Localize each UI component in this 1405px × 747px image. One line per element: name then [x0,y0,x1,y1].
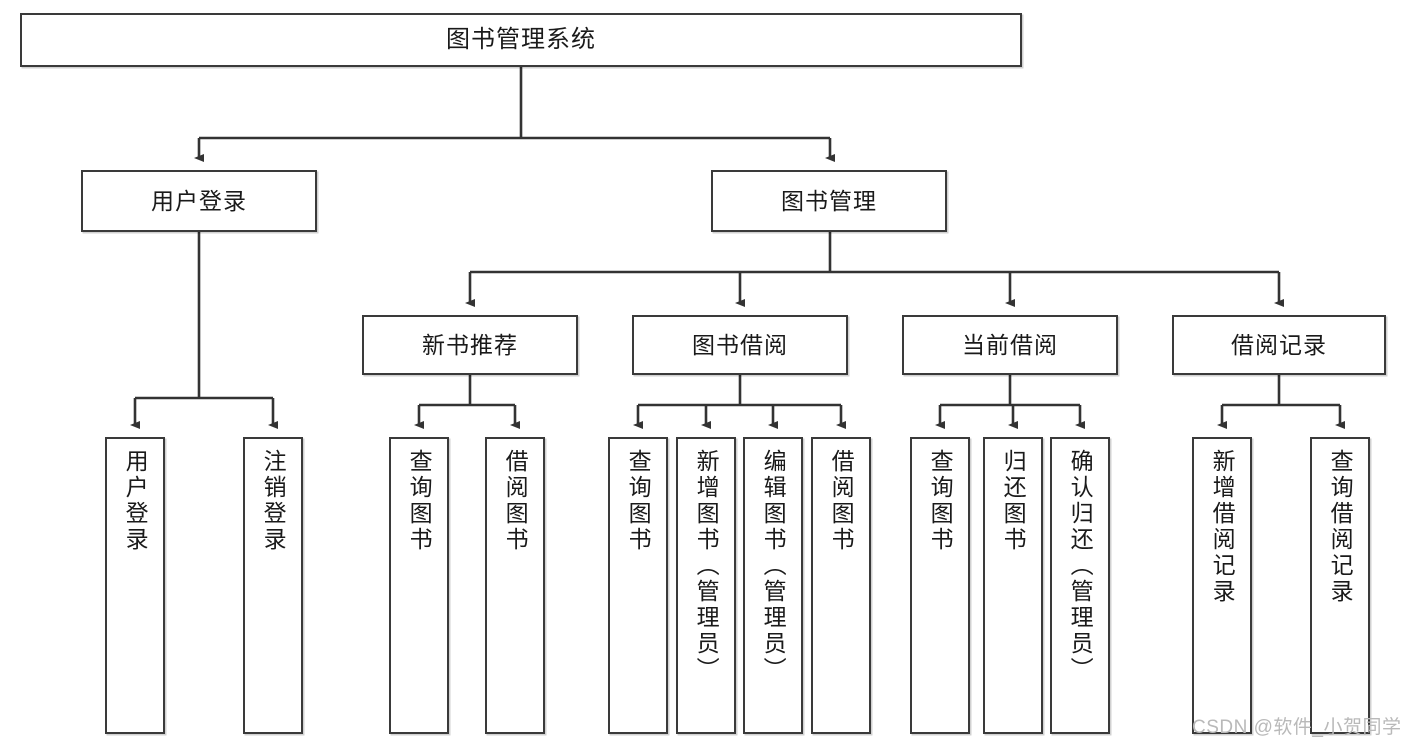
leaf-confirm-return-admin[interactable]: 确认归还（管理员） [1050,437,1110,734]
leaf-query-borrow-record[interactable]: 查询借阅记录 [1310,437,1370,734]
leaf-borrow-book-newbook-label: 借阅图书 [502,449,529,553]
leaf-add-borrow-record-label: 新增借阅记录 [1209,449,1236,605]
leaf-logout[interactable]: 注销登录 [243,437,303,734]
node-book-borrow-label: 图书借阅 [692,331,788,358]
node-new-book-recommend-label: 新书推荐 [422,331,518,358]
leaf-borrow-book[interactable]: 借阅图书 [811,437,871,734]
leaf-query-book-current-label: 查询图书 [927,449,954,553]
leaf-query-book-current[interactable]: 查询图书 [910,437,970,734]
node-new-book-recommend[interactable]: 新书推荐 [362,315,578,375]
node-user-login[interactable]: 用户登录 [81,170,317,232]
leaf-user-login[interactable]: 用户登录 [105,437,165,734]
node-current-borrow[interactable]: 当前借阅 [902,315,1118,375]
leaf-logout-label: 注销登录 [260,449,287,553]
leaf-add-book-admin[interactable]: 新增图书（管理员） [676,437,736,734]
node-root[interactable]: 图书管理系统 [20,13,1022,67]
leaf-query-book-newbook[interactable]: 查询图书 [389,437,449,734]
leaf-borrow-book-label: 借阅图书 [828,449,855,553]
node-borrow-record[interactable]: 借阅记录 [1172,315,1386,375]
node-book-management[interactable]: 图书管理 [711,170,947,232]
node-borrow-record-label: 借阅记录 [1231,331,1327,358]
leaf-query-borrow-record-label: 查询借阅记录 [1327,449,1354,605]
leaf-add-borrow-record[interactable]: 新增借阅记录 [1192,437,1252,734]
leaf-query-book-newbook-label: 查询图书 [406,449,433,553]
node-book-management-label: 图书管理 [781,187,877,214]
node-book-borrow[interactable]: 图书借阅 [632,315,848,375]
csdn-watermark: CSDN @软件_小贺同学 [1192,717,1402,738]
leaf-confirm-return-admin-label: 确认归还（管理员） [1067,449,1094,683]
node-current-borrow-label: 当前借阅 [962,331,1058,358]
leaf-add-book-admin-label: 新增图书（管理员） [693,449,720,683]
leaf-edit-book-admin[interactable]: 编辑图书（管理员） [743,437,803,734]
leaf-return-book[interactable]: 归还图书 [983,437,1043,734]
leaf-query-book-borrow[interactable]: 查询图书 [608,437,668,734]
leaf-edit-book-admin-label: 编辑图书（管理员） [760,449,787,683]
leaf-return-book-label: 归还图书 [1000,449,1027,553]
leaf-query-book-borrow-label: 查询图书 [625,449,652,553]
node-root-label: 图书管理系统 [446,26,596,54]
leaf-user-login-label: 用户登录 [122,449,149,553]
leaf-borrow-book-newbook[interactable]: 借阅图书 [485,437,545,734]
node-user-login-label: 用户登录 [151,187,247,214]
